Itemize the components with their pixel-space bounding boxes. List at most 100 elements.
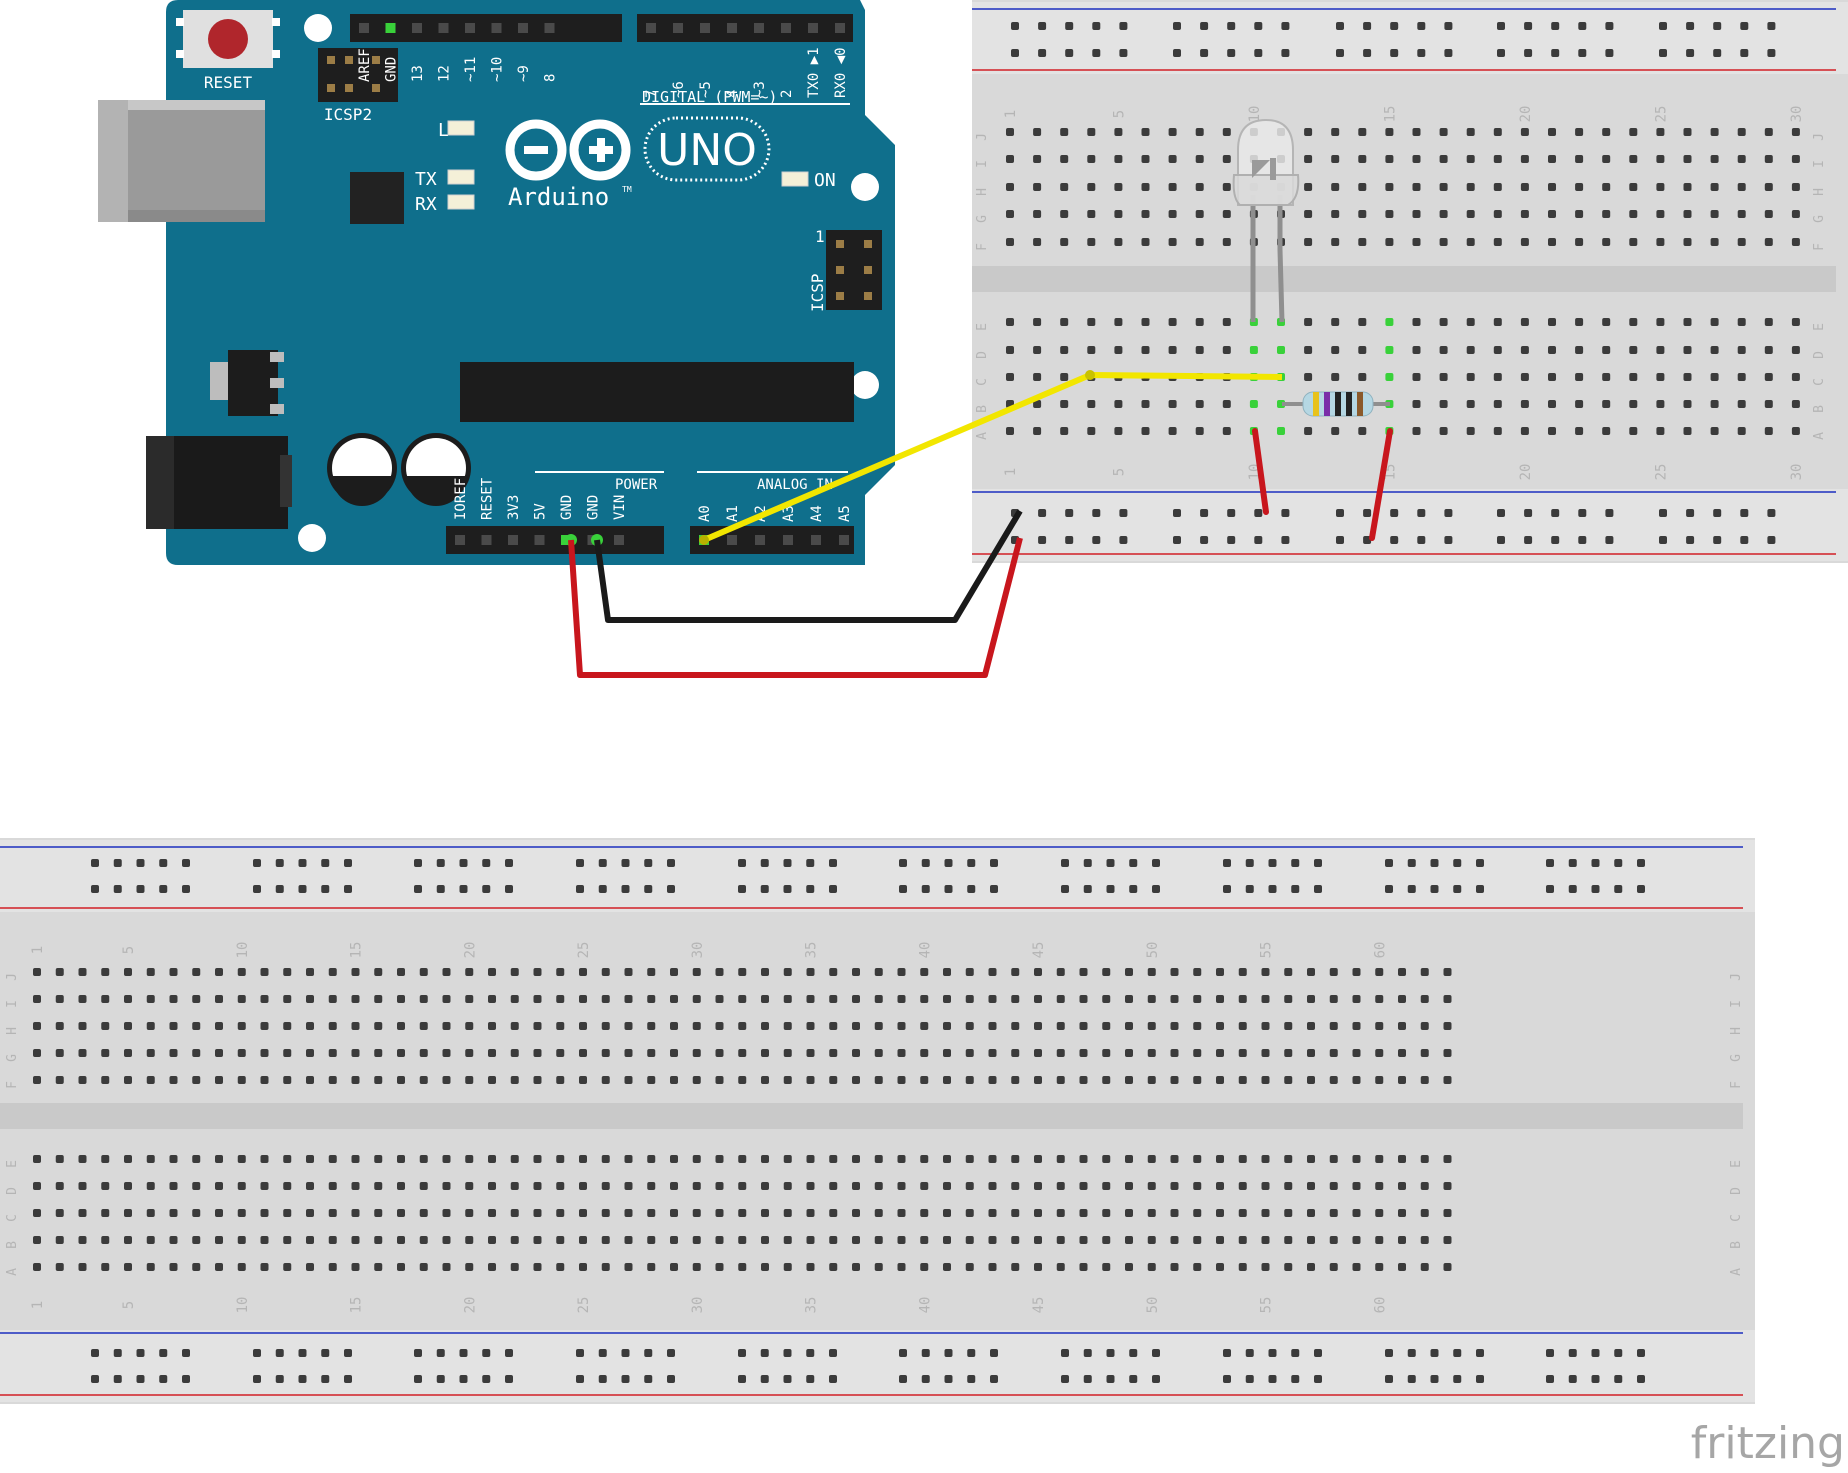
terminal-hole[interactable] [328, 1209, 337, 1217]
terminal-hole[interactable] [146, 1182, 155, 1190]
rail-hole[interactable] [644, 885, 653, 893]
terminal-hole[interactable] [1493, 318, 1502, 326]
terminal-hole[interactable] [1056, 1182, 1065, 1190]
header-pin[interactable] [508, 535, 518, 545]
terminal-hole[interactable] [1710, 210, 1719, 218]
terminal-hole[interactable] [1764, 210, 1773, 218]
rail-hole[interactable] [414, 1349, 422, 1357]
rail-hole[interactable] [1223, 1349, 1231, 1357]
terminal-hole[interactable] [488, 1076, 496, 1084]
terminal-hole[interactable] [33, 995, 41, 1003]
header-pin[interactable] [359, 23, 369, 33]
rail-hole[interactable] [829, 885, 837, 893]
terminal-hole[interactable] [897, 1022, 906, 1030]
terminal-hole[interactable] [1791, 427, 1800, 435]
terminal-hole[interactable] [806, 1236, 815, 1244]
terminal-hole[interactable] [397, 1049, 405, 1057]
rail-hole[interactable] [921, 859, 930, 867]
rail-hole[interactable] [1524, 536, 1533, 544]
terminal-hole[interactable] [829, 1263, 838, 1271]
terminal-hole[interactable] [1656, 373, 1665, 381]
terminal-hole[interactable] [1443, 968, 1452, 976]
terminal-hole[interactable] [1056, 1076, 1065, 1084]
terminal-hole[interactable] [1222, 346, 1231, 354]
terminal-hole[interactable] [1412, 346, 1421, 354]
terminal-hole[interactable] [1102, 1076, 1111, 1084]
rail-hole[interactable] [1245, 859, 1254, 867]
terminal-hole[interactable] [920, 1155, 929, 1163]
rail-hole[interactable] [1476, 859, 1484, 867]
terminal-hole[interactable] [1575, 183, 1584, 191]
terminal-hole[interactable] [1033, 427, 1042, 435]
terminal-hole[interactable] [33, 968, 41, 976]
terminal-hole[interactable] [1261, 1236, 1270, 1244]
terminal-hole[interactable] [670, 1263, 678, 1271]
terminal-hole[interactable] [715, 995, 724, 1003]
rail-hole[interactable] [1291, 885, 1300, 893]
rail-hole[interactable] [275, 1375, 284, 1383]
terminal-hole[interactable] [101, 1236, 110, 1244]
terminal-hole[interactable] [579, 1209, 587, 1217]
terminal-hole[interactable] [783, 1155, 792, 1163]
terminal-hole[interactable] [1443, 1236, 1452, 1244]
terminal-hole[interactable] [1222, 183, 1231, 191]
terminal-hole[interactable] [1329, 1263, 1338, 1271]
terminal-hole[interactable] [761, 1155, 769, 1163]
terminal-hole[interactable] [988, 968, 997, 976]
terminal-hole[interactable] [1466, 210, 1475, 218]
terminal-hole[interactable] [1493, 155, 1502, 163]
rail-hole[interactable] [738, 885, 746, 893]
terminal-hole[interactable] [1170, 1182, 1179, 1190]
wire-red-5v[interactable] [568, 537, 1023, 678]
rail-hole[interactable] [1713, 22, 1722, 30]
terminal-hole[interactable] [761, 1076, 769, 1084]
rail-hole[interactable] [298, 1375, 307, 1383]
rail-hole[interactable] [1106, 885, 1115, 893]
terminal-hole[interactable] [1006, 210, 1014, 218]
terminal-hole[interactable] [419, 1182, 428, 1190]
terminal-hole[interactable] [237, 1022, 246, 1030]
rail-hole[interactable] [1524, 22, 1533, 30]
terminal-hole[interactable] [442, 1236, 451, 1244]
terminal-hole[interactable] [465, 995, 474, 1003]
header-pin[interactable] [727, 535, 737, 545]
terminal-hole[interactable] [1056, 995, 1065, 1003]
terminal-hole[interactable] [761, 1236, 769, 1244]
terminal-hole[interactable] [192, 1182, 201, 1190]
terminal-hole[interactable] [670, 1209, 678, 1217]
terminal-hole[interactable] [920, 1022, 929, 1030]
terminal-hole[interactable] [283, 1155, 292, 1163]
terminal-hole[interactable] [306, 968, 314, 976]
terminal-hole[interactable] [1011, 1236, 1020, 1244]
terminal-hole[interactable] [1195, 346, 1204, 354]
rail-hole[interactable] [1659, 509, 1667, 517]
terminal-hole[interactable] [1493, 373, 1502, 381]
rail-hole[interactable] [1336, 22, 1344, 30]
terminal-hole[interactable] [419, 1076, 428, 1084]
terminal-hole[interactable] [556, 1209, 565, 1217]
terminal-hole[interactable] [419, 1022, 428, 1030]
terminal-hole[interactable] [1358, 318, 1367, 326]
terminal-hole[interactable] [1764, 183, 1773, 191]
rail-hole[interactable] [760, 859, 769, 867]
terminal-hole[interactable] [1170, 995, 1179, 1003]
terminal-hole[interactable] [1193, 1182, 1202, 1190]
terminal-hole[interactable] [1764, 238, 1773, 246]
terminal-hole[interactable] [1141, 427, 1150, 435]
terminal-hole[interactable] [237, 1049, 246, 1057]
terminal-hole[interactable] [419, 1209, 428, 1217]
terminal-hole[interactable] [1033, 373, 1042, 381]
rail-hole[interactable] [806, 859, 815, 867]
terminal-hole[interactable] [806, 1263, 815, 1271]
rail-hole[interactable] [1767, 22, 1776, 30]
terminal-hole[interactable] [146, 1076, 155, 1084]
terminal-hole[interactable] [1079, 1076, 1088, 1084]
rail-hole[interactable] [414, 885, 422, 893]
terminal-hole[interactable] [1056, 1263, 1065, 1271]
rail-hole[interactable] [1281, 22, 1290, 30]
terminal-hole[interactable] [1439, 183, 1448, 191]
terminal-hole[interactable] [1284, 1263, 1293, 1271]
terminal-hole[interactable] [55, 1263, 64, 1271]
terminal-hole[interactable] [988, 995, 997, 1003]
header-pin[interactable] [544, 23, 555, 33]
